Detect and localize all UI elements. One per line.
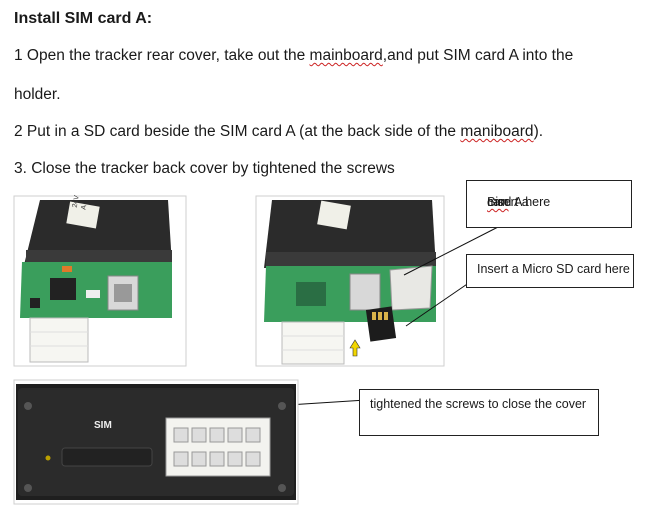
pointer-screw — [287, 399, 367, 406]
callout-sd-text: Insert a Micro SD card here — [477, 262, 630, 276]
photo-tracker-sim — [13, 195, 187, 367]
photo-tracker-sd — [255, 195, 445, 367]
step-1-misspelled-word: mainboard — [309, 47, 383, 64]
photo-tracker-closed — [13, 379, 299, 505]
step-1-text: 1 Open the tracker rear cover, take out … — [14, 47, 310, 64]
step-1-text-end: ,and put SIM card A into the — [382, 47, 574, 64]
callout-sd: Insert a Micro SD card here — [466, 254, 634, 288]
step-3: 3. Close the tracker back cover by tight… — [14, 160, 395, 177]
page-title: Install SIM card A: — [14, 10, 153, 27]
callout-sim-text: Insert a — [487, 195, 529, 209]
step-2-text: 2 Put in a SD card beside the SIM card A… — [14, 123, 461, 140]
callout-sim: Insert a Sim card A here — [466, 180, 632, 228]
callout-sim-word: Sim — [487, 195, 509, 209]
device-sim-label: SIM — [94, 420, 112, 431]
callout-sim-text-end: card A here — [487, 195, 551, 209]
callout-screws: tightened the screws to close the cover — [359, 389, 599, 436]
pointer-sd — [405, 277, 477, 327]
step-1: 1 Open the tracker rear cover, take out … — [14, 47, 573, 65]
step-2-misspelled-word: maniboard — [460, 123, 534, 140]
pointer-sim — [403, 225, 501, 276]
step-1-continued: holder. — [14, 86, 61, 103]
callout-screws-text: tightened the screws to close the cover — [370, 397, 587, 411]
step-2: 2 Put in a SD card beside the SIM card A… — [14, 123, 543, 141]
step-2-text-end: ). — [533, 123, 544, 140]
device-rating-2: A — [80, 204, 89, 211]
